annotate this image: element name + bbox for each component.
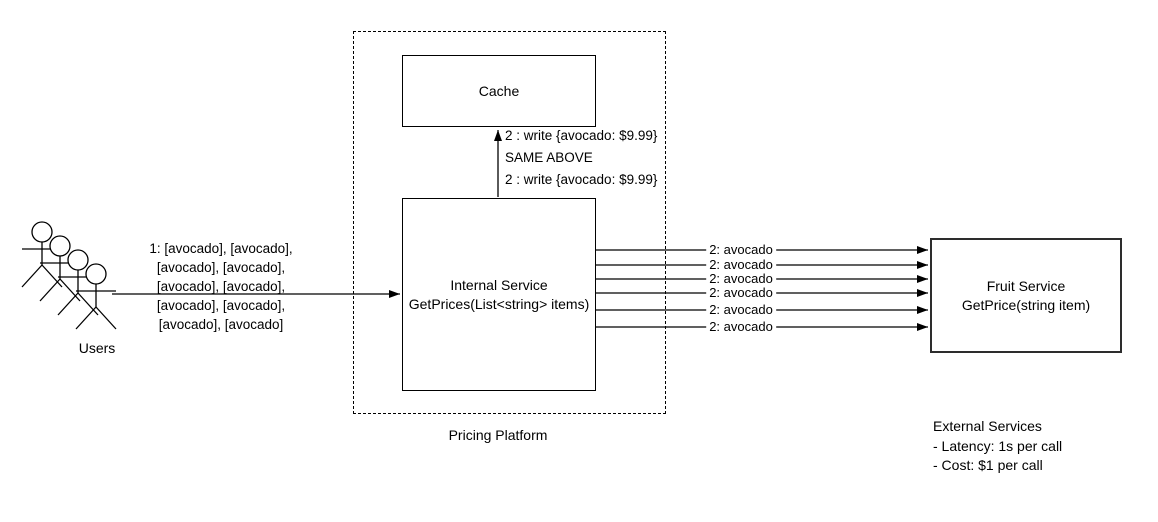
fruit-service-signature: GetPrice(string item) <box>961 296 1091 313</box>
request-label-line: [avocado], [avocado], <box>156 260 286 275</box>
cache-write-label-line: SAME ABOVE <box>505 150 593 165</box>
fruit-call-label: 2: avocado <box>706 271 776 287</box>
request-label-line: [avocado], [avocado], <box>156 279 286 294</box>
users-figures <box>21 221 117 330</box>
fruit-call-label: 2: avocado <box>706 257 776 273</box>
request-label-line: 1: [avocado], [avocado], <box>149 241 293 256</box>
external-services-note-line: External Services <box>933 418 1042 434</box>
fruit-service-box: Fruit Service GetPrice(string item) <box>930 238 1122 353</box>
external-services-note-line: - Latency: 1s per call <box>933 437 1063 454</box>
pricing-platform-boundary <box>353 31 666 414</box>
request-label-line: [avocado], [avocado] <box>158 317 284 332</box>
user-actor <box>57 249 99 316</box>
cache-label: Cache <box>478 82 520 99</box>
fruit-call-label: 2: avocado <box>706 302 776 318</box>
fruit-call-label: 2: avocado <box>706 319 776 335</box>
cache-write-label-line: 2 : write {avocado: $9.99} <box>505 128 658 143</box>
internal-service-signature: GetPrices(List<string> items) <box>408 295 590 312</box>
request-label-line: [avocado], [avocado], <box>156 298 286 313</box>
user-actor <box>39 235 81 302</box>
request-label: 1: [avocado], [avocado], [avocado], [avo… <box>121 239 321 334</box>
user-actor <box>21 221 63 288</box>
external-services-note: External Services - Latency: 1s per call… <box>933 417 1062 476</box>
cache-write-label: 2 : write {avocado: $9.99} SAME ABOVE 2 … <box>505 125 657 191</box>
cache-box: Cache <box>402 55 596 127</box>
users-label: Users <box>78 340 116 356</box>
fruit-service-name: Fruit Service <box>986 277 1066 294</box>
external-services-note-line: - Cost: $1 per call <box>933 457 1043 473</box>
user-actor <box>75 263 117 330</box>
internal-service-name: Internal Service <box>450 276 548 293</box>
fruit-call-label: 2: avocado <box>706 242 776 258</box>
pricing-platform-label: Pricing Platform <box>448 427 548 443</box>
fruit-call-label: 2: avocado <box>706 285 776 301</box>
internal-service-box: Internal Service GetPrices(List<string> … <box>402 198 596 391</box>
cache-write-label-line: 2 : write {avocado: $9.99} <box>505 172 658 187</box>
